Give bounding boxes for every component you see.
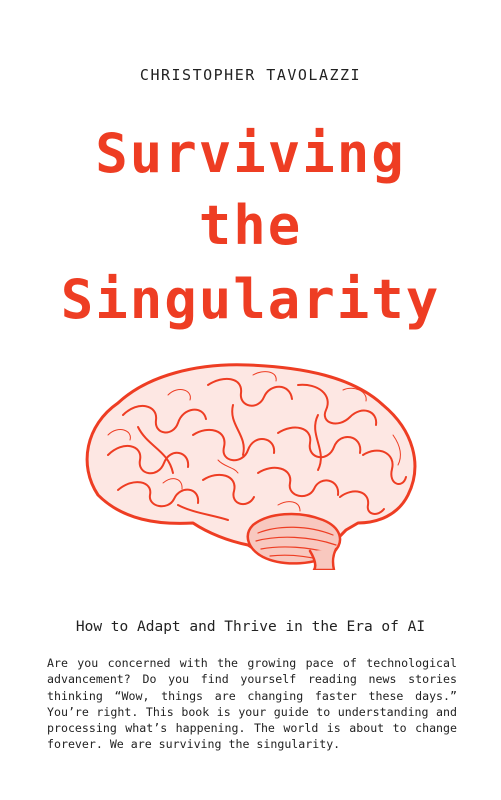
blurb-text: Are you concerned with the growing pace … [47, 656, 457, 752]
brain-illustration [78, 355, 428, 572]
title-line-1: Surviving [95, 122, 406, 185]
title-line-2: the [198, 194, 303, 257]
title-line-3: Singularity [60, 268, 441, 331]
subtitle: How to Adapt and Thrive in the Era of AI [75, 619, 426, 635]
author-name: CHRISTOPHER TAVOLAZZI [139, 66, 362, 84]
